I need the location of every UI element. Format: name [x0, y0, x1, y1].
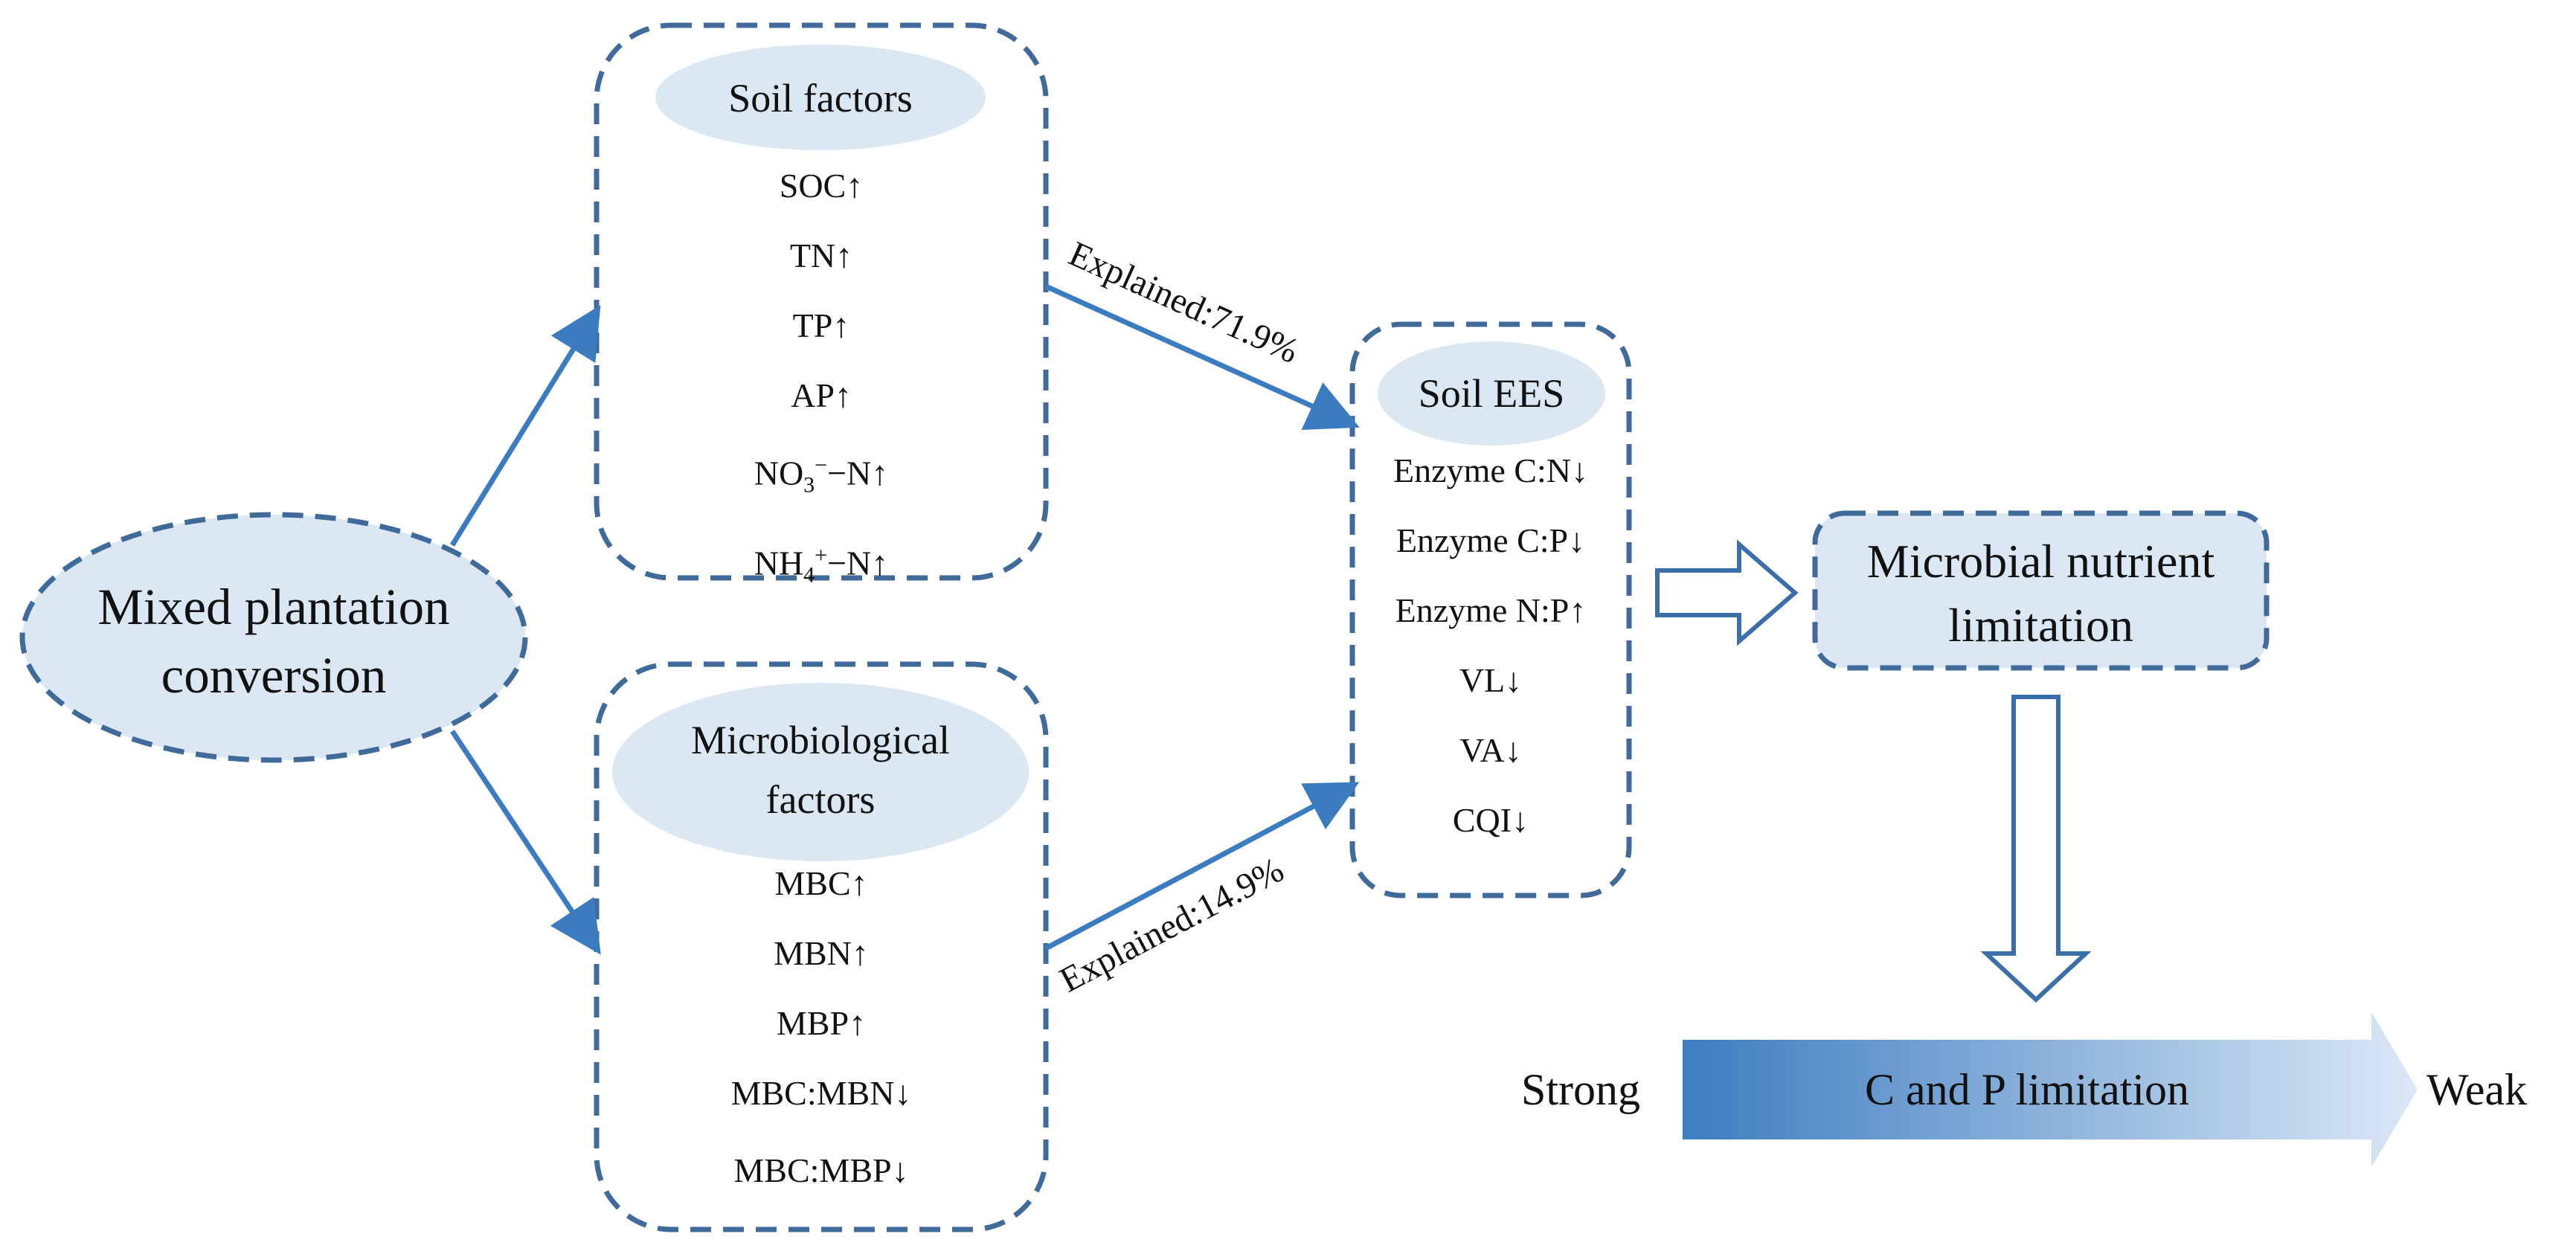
ees-title-text: Soil EES [1418, 371, 1565, 416]
arrow-soil-to-ees [1044, 283, 1360, 430]
ees-box [1349, 321, 1632, 898]
source-label-line2: conversion [161, 647, 387, 704]
soil-item-no3n: NO3−−N↑ [754, 453, 889, 498]
gradient-left-label: Strong [1520, 1065, 1641, 1114]
ees-item-cp: Enzyme C:P↓ [1395, 521, 1586, 559]
soil-item-nh4n: NH4+−N↑ [754, 542, 889, 588]
gradient-label: C and P limitation [1864, 1064, 2190, 1114]
micro-factors-list: MBC↑ MBN↑ MBP↑ MBC:MBN↓ MBC:MBP↓ [597, 865, 1046, 1189]
ees-item-va: VA↓ [1459, 731, 1522, 769]
source-label-line1: Mixed plantation [97, 579, 450, 635]
soil-item-soc: SOC↑ [779, 167, 864, 205]
micro-factors-title-line2: factors [765, 777, 876, 822]
hollow-arrow-right [1655, 539, 1799, 646]
hollow-arrow-down [1980, 695, 2092, 1003]
ees-header-ellipse [1378, 341, 1605, 446]
micro-item-mbc-mbp: MBC:MBP↓ [733, 1151, 909, 1189]
soil-item-ap: AP↑ [791, 376, 852, 414]
micro-item-mbc: MBC↑ [774, 864, 868, 902]
gradient-right-label: Weak [2426, 1065, 2528, 1114]
micro-factors-title-line1: Microbiological [691, 718, 950, 762]
micro-item-mbp: MBP↑ [776, 1004, 867, 1042]
soil-factors-title-text: Soil factors [728, 76, 913, 120]
arrow-micro-to-ees [1044, 782, 1360, 951]
soil-factors-box [594, 22, 1049, 581]
arrow-source-to-micro [450, 730, 601, 955]
source-label: Mixed plantation conversion [22, 573, 525, 710]
arrow-source-to-soil [450, 305, 601, 547]
micro-item-mbn: MBN↑ [774, 934, 869, 972]
ees-list: Enzyme C:N↓ Enzyme C:P↓ Enzyme N:P↑ VL↓ … [1352, 452, 1629, 838]
limitation-label: Microbial nutrient limitation [1815, 530, 2267, 657]
gradient-arrow [1683, 1012, 2418, 1167]
soil-item-tn: TN↑ [789, 237, 853, 274]
limitation-box [1812, 510, 2270, 671]
micro-item-mbc-mbn: MBC:MBN↓ [730, 1074, 912, 1112]
soil-factors-title: Soil factors [655, 68, 986, 128]
soil-item-tp: TP↑ [792, 306, 850, 344]
soil-factors-header-ellipse [655, 45, 986, 150]
ees-item-vl: VL↓ [1459, 661, 1523, 699]
limitation-label-line2: limitation [1948, 599, 2133, 652]
soil-factors-list: SOC↑ TN↑ TP↑ AP↑ NO3−−N↑ NH4+−N↑ [597, 167, 1046, 593]
limitation-label-line1: Microbial nutrient [1866, 535, 2215, 588]
source-ellipse [19, 512, 528, 763]
ees-item-np: Enzyme N:P↑ [1395, 591, 1587, 629]
ees-item-cn: Enzyme C:N↓ [1393, 451, 1588, 489]
micro-factors-title: Microbiological factors [612, 710, 1029, 829]
ees-title: Soil EES [1378, 366, 1605, 421]
ees-item-cqi: CQI↓ [1452, 801, 1529, 839]
micro-factors-header-ellipse [612, 683, 1029, 861]
